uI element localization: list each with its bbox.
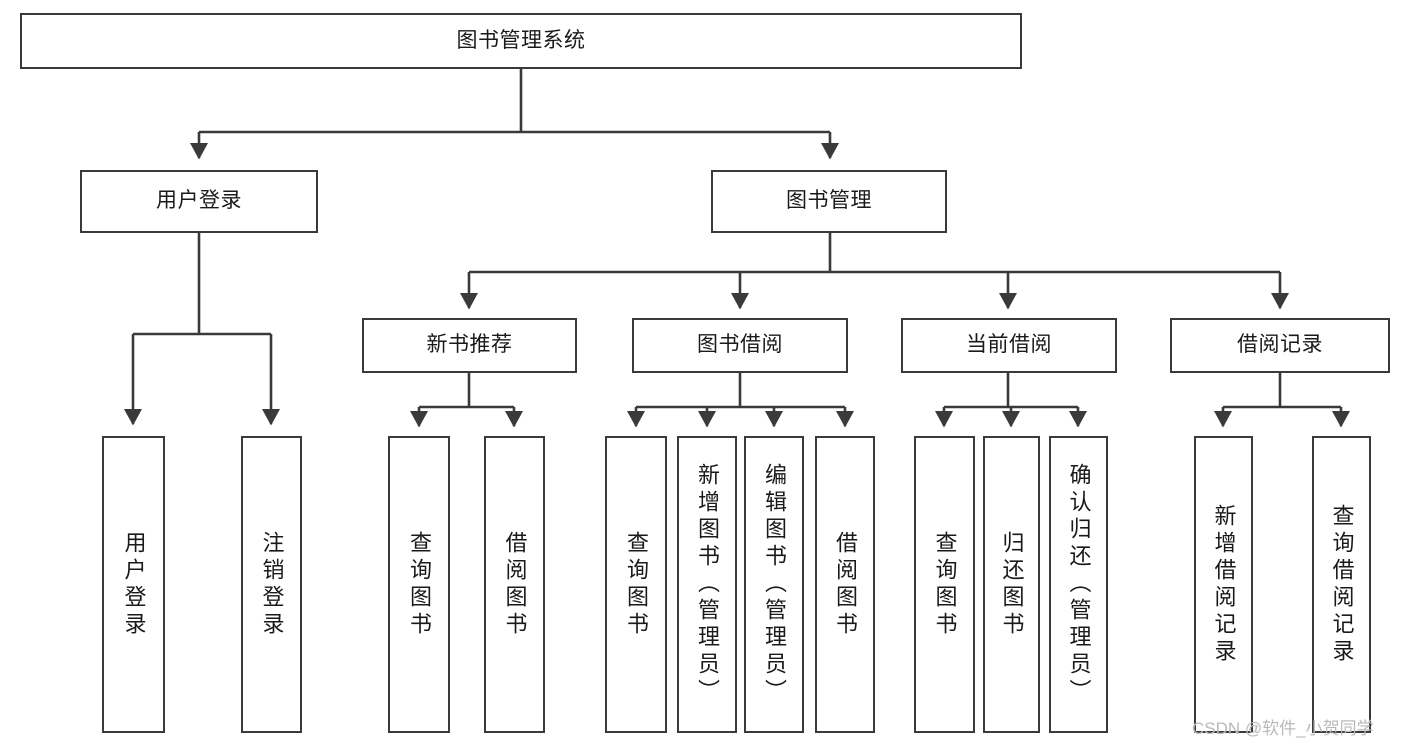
- leaf-query-book-2[interactable]: 查询图书: [605, 436, 667, 733]
- leaf-query-book-3-label: 查询图书: [932, 530, 958, 639]
- leaf-return-book[interactable]: 归还图书: [983, 436, 1040, 733]
- leaf-edit-book-admin[interactable]: 编辑图书（管理员）: [744, 436, 804, 733]
- node-book-manage-label: 图书管理: [786, 189, 872, 213]
- node-user-login[interactable]: 用户登录: [80, 170, 318, 233]
- leaf-user-login-label: 用户登录: [121, 530, 147, 639]
- node-current-borrow[interactable]: 当前借阅: [901, 318, 1117, 373]
- leaf-user-login[interactable]: 用户登录: [102, 436, 165, 733]
- leaf-confirm-return-admin[interactable]: 确认归还（管理员）: [1049, 436, 1108, 733]
- leaf-query-book-1[interactable]: 查询图书: [388, 436, 450, 733]
- leaf-query-book-3[interactable]: 查询图书: [914, 436, 975, 733]
- leaf-query-borrow-record-label: 查询借阅记录: [1329, 503, 1355, 666]
- node-borrow-record[interactable]: 借阅记录: [1170, 318, 1390, 373]
- leaf-add-book-admin-label: 新增图书（管理员）: [695, 463, 720, 706]
- node-root-label: 图书管理系统: [456, 28, 586, 52]
- node-user-login-label: 用户登录: [156, 189, 242, 213]
- node-new-book-recommend-label: 新书推荐: [426, 333, 513, 357]
- leaf-return-book-label: 归还图书: [999, 530, 1025, 639]
- leaf-confirm-return-admin-label: 确认归还（管理员）: [1066, 463, 1092, 706]
- leaf-logout-login-label: 注销登录: [259, 530, 285, 639]
- leaf-add-borrow-record-label: 新增借阅记录: [1211, 503, 1237, 666]
- leaf-add-borrow-record[interactable]: 新增借阅记录: [1194, 436, 1253, 733]
- leaf-query-book-2-label: 查询图书: [624, 530, 649, 639]
- leaf-borrow-book-1-label: 借阅图书: [502, 530, 528, 639]
- node-new-book-recommend[interactable]: 新书推荐: [362, 318, 577, 373]
- node-current-borrow-label: 当前借阅: [966, 333, 1052, 357]
- leaf-logout-login[interactable]: 注销登录: [241, 436, 302, 733]
- leaf-query-borrow-record[interactable]: 查询借阅记录: [1312, 436, 1371, 733]
- leaf-edit-book-admin-label: 编辑图书（管理员）: [762, 463, 787, 706]
- node-root[interactable]: 图书管理系统: [20, 13, 1022, 69]
- leaf-borrow-book-2[interactable]: 借阅图书: [815, 436, 875, 733]
- leaf-borrow-book-1[interactable]: 借阅图书: [484, 436, 545, 733]
- node-book-borrow-label: 图书借阅: [697, 333, 783, 357]
- leaf-add-book-admin[interactable]: 新增图书（管理员）: [677, 436, 737, 733]
- node-book-manage[interactable]: 图书管理: [711, 170, 947, 233]
- node-book-borrow[interactable]: 图书借阅: [632, 318, 848, 373]
- leaf-borrow-book-2-label: 借阅图书: [833, 530, 858, 639]
- node-borrow-record-label: 借阅记录: [1237, 333, 1323, 357]
- leaf-query-book-1-label: 查询图书: [407, 530, 432, 639]
